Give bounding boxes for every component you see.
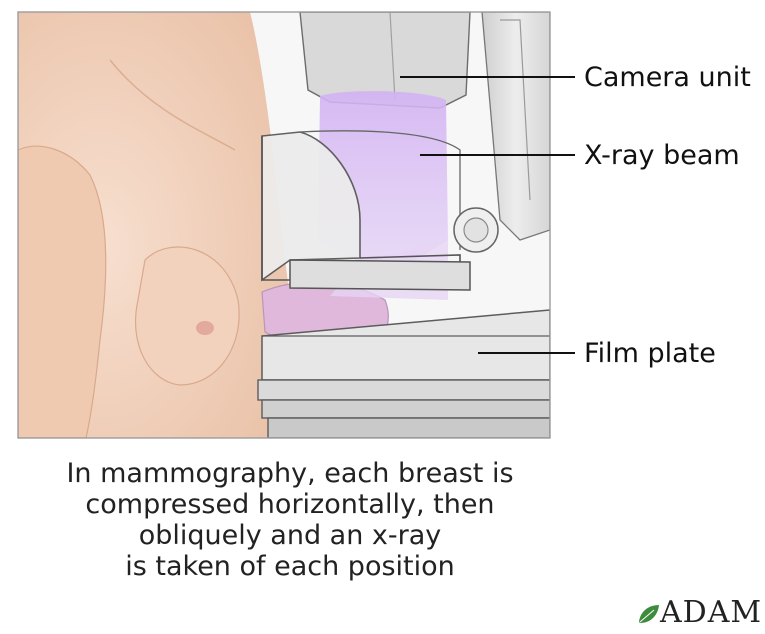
logo-text: ADAM [660, 596, 762, 630]
figure-caption: In mammography, each breast is compresse… [20, 458, 560, 582]
illustration-frame-content [18, 12, 550, 438]
nipple [196, 321, 214, 335]
caption-line: In mammography, each breast is [20, 458, 560, 489]
label-camera-unit: Camera unit [584, 64, 751, 91]
adam-logo: ADAM [636, 596, 765, 630]
caption-line: is taken of each position [20, 551, 560, 582]
caption-line: obliquely and an x-ray [20, 520, 560, 551]
label-film-plate: Film plate [584, 340, 716, 367]
label-xray-beam: X-ray beam [584, 142, 740, 169]
caption-line: compressed horizontally, then [20, 489, 560, 520]
leaf-icon [636, 602, 662, 626]
